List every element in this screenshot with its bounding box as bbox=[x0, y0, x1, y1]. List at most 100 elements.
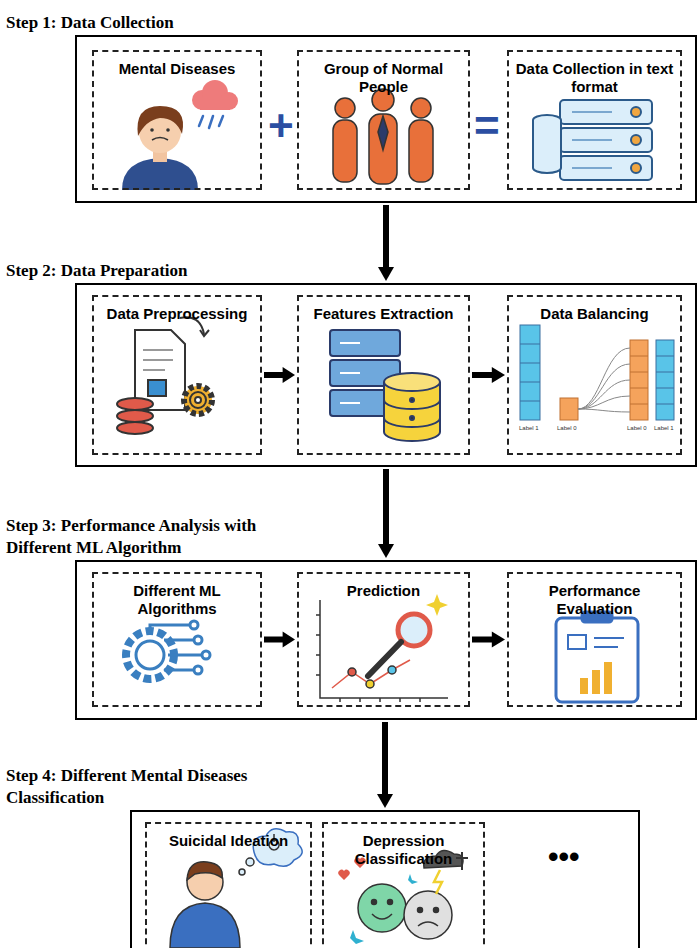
prediction-icon-part bbox=[366, 680, 374, 688]
arrow-shaft bbox=[264, 637, 284, 643]
balancing-icon-part bbox=[656, 340, 674, 420]
sad-person-icon-part bbox=[122, 158, 198, 190]
depression-icon-part bbox=[338, 870, 349, 880]
suicidal-ideation-icon-part bbox=[246, 858, 254, 866]
depression-icon-part bbox=[434, 908, 439, 913]
stage-box: Different ML Algorithms bbox=[92, 572, 262, 707]
evaluation-icon-part bbox=[580, 678, 588, 694]
stage-title: Suicidal Ideation bbox=[152, 832, 305, 850]
depression-icon-part bbox=[350, 930, 364, 944]
features-icon-part bbox=[384, 373, 440, 391]
prediction-icon-part bbox=[320, 600, 448, 698]
ellipsis-mark: ••• bbox=[548, 842, 580, 872]
depression-icon-part bbox=[372, 914, 392, 919]
stage-box: Group of Normal People bbox=[297, 50, 470, 190]
connector-arrow bbox=[264, 367, 295, 383]
stage-title: Prediction bbox=[304, 582, 463, 600]
stage-box: Mental Diseases bbox=[92, 50, 262, 190]
stage-title: Data Balancing bbox=[514, 305, 675, 323]
arrow-shaft bbox=[383, 469, 389, 545]
people-group-icon-part bbox=[409, 120, 433, 182]
prediction-icon-part bbox=[388, 666, 396, 674]
suicidal-ideation-icon-part bbox=[239, 869, 245, 875]
arrow-shaft bbox=[472, 372, 493, 378]
stage-title: Different ML Algorithms bbox=[99, 582, 255, 618]
sad-person-icon-part bbox=[150, 128, 154, 132]
ml-algorithm-icon-part bbox=[202, 651, 210, 659]
depression-icon-part bbox=[434, 870, 442, 894]
stage-box: Performance Evaluation bbox=[507, 572, 682, 707]
balancing-icon-part bbox=[520, 344, 540, 401]
stage-title: Mental Diseases bbox=[99, 60, 255, 78]
arrow-head bbox=[377, 794, 393, 808]
evaluation-icon-part bbox=[592, 670, 600, 694]
stage-title: Depression Classification bbox=[329, 832, 478, 868]
connector-arrow bbox=[378, 205, 394, 281]
balancing-icon bbox=[520, 325, 674, 420]
arrow-head bbox=[492, 367, 505, 383]
balancing-icon-part bbox=[578, 348, 630, 412]
evaluation-icon-part bbox=[594, 638, 624, 647]
stage-box: Features Extraction bbox=[297, 295, 470, 455]
stage-box: Suicidal Ideation bbox=[145, 822, 312, 948]
database-icon bbox=[533, 100, 652, 180]
depression-icon-part bbox=[372, 900, 377, 905]
evaluation-icon-part bbox=[556, 618, 638, 702]
preprocessing-icon-part bbox=[143, 350, 173, 370]
sad-person-icon-part bbox=[152, 138, 168, 141]
database-icon-part bbox=[533, 120, 561, 173]
stage-box: Data Collection in text format bbox=[507, 50, 682, 190]
stage-title: Performance Evaluation bbox=[514, 582, 675, 618]
step-box: Step 1: Data CollectionMental DiseasesGr… bbox=[75, 35, 697, 203]
features-icon-part bbox=[384, 400, 440, 427]
ml-algorithm-icon-part bbox=[190, 621, 198, 629]
stage-box: Depression Classification bbox=[322, 822, 485, 948]
connector-arrow bbox=[378, 469, 394, 558]
connector-arrow bbox=[472, 632, 505, 648]
arrow-head bbox=[378, 267, 394, 281]
step-heading: Step 3: Performance Analysis with Differ… bbox=[6, 515, 316, 559]
arrow-head bbox=[283, 632, 295, 648]
ml-algorithm-icon-part bbox=[194, 666, 202, 674]
database-icon-part bbox=[631, 163, 641, 173]
sad-person-icon-part bbox=[199, 116, 223, 128]
database-icon-part bbox=[631, 107, 641, 117]
prediction-icon bbox=[316, 594, 448, 702]
ml-algorithm-icon-part bbox=[194, 636, 202, 644]
people-group-icon-part bbox=[369, 114, 397, 184]
evaluation-icon-part bbox=[604, 662, 612, 694]
sad-person-icon-part bbox=[166, 128, 170, 132]
connector-arrow bbox=[472, 367, 505, 383]
preprocessing-icon-part bbox=[117, 422, 153, 434]
class-label: Label 1 bbox=[519, 425, 539, 432]
depression-icon-part bbox=[388, 900, 393, 905]
features-icon bbox=[330, 330, 440, 441]
sad-person-icon-part bbox=[137, 106, 183, 136]
people-group-icon bbox=[333, 89, 433, 184]
step-heading: Step 2: Data Preparation bbox=[6, 260, 426, 282]
suicidal-ideation-icon-part bbox=[170, 903, 240, 948]
evaluation-icon bbox=[556, 612, 638, 702]
connector-arrow bbox=[377, 722, 393, 808]
stage-title: Data Collection in text format bbox=[514, 60, 675, 96]
sad-person-icon bbox=[122, 80, 238, 190]
preprocessing-icon-part bbox=[148, 380, 166, 396]
stage-box: Data Preprocessing bbox=[92, 295, 262, 455]
preprocessing-icon-part bbox=[200, 330, 209, 336]
class-label: Label 0 bbox=[627, 425, 647, 432]
depression-icon-part bbox=[404, 891, 452, 939]
arrow-shaft bbox=[472, 637, 493, 643]
step-box: Step 3: Performance Analysis with Differ… bbox=[75, 560, 697, 720]
ml-algorithm-icon-part bbox=[126, 631, 174, 679]
arrow-head bbox=[378, 544, 394, 558]
balancing-icon-part bbox=[630, 340, 648, 420]
features-icon-part bbox=[410, 398, 414, 402]
stage-title: Group of Normal People bbox=[304, 60, 463, 96]
people-group-icon-part bbox=[378, 116, 388, 150]
preprocessing-icon-part bbox=[117, 410, 153, 422]
suicidal-ideation-icon-part bbox=[187, 862, 222, 880]
depression-icon-part bbox=[358, 884, 406, 932]
balancing-icon-part bbox=[630, 356, 648, 404]
ml-algorithm-icon-part bbox=[136, 641, 164, 669]
depression-icon-part bbox=[456, 852, 468, 870]
